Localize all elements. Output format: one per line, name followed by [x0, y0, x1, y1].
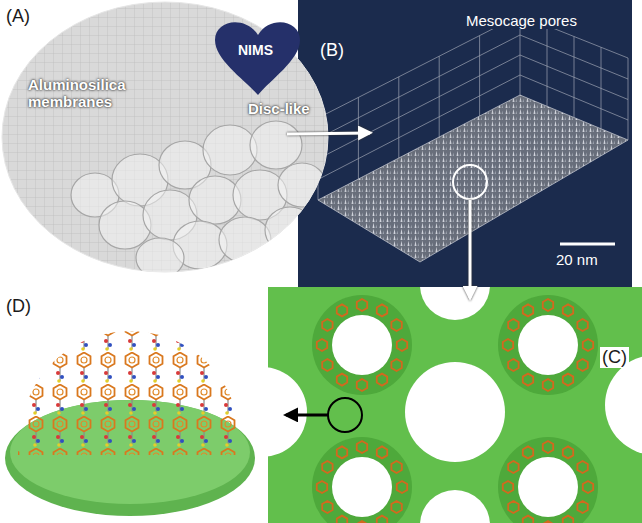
photo-caption: Disc-like: [248, 100, 310, 117]
lattice-window: [420, 490, 490, 523]
logo-text: NIMS: [238, 42, 273, 58]
zoom-arrow: [287, 133, 370, 134]
lattice-window: [420, 287, 490, 320]
afm-panel-box: (B) Mesocage pores 20 nm: [298, 0, 632, 287]
panel-label: (C): [600, 347, 629, 368]
surface-shading: [318, 95, 628, 262]
panel-label: (D): [6, 296, 31, 317]
pore-surface: [318, 95, 628, 262]
logo-mark: [215, 22, 300, 95]
panel-ground: [298, 0, 632, 287]
zoom-arrow: [469, 200, 472, 298]
zoom-circle: [328, 398, 362, 432]
panel-label: (A): [6, 6, 30, 27]
lattice-window: [605, 355, 642, 455]
phenyl-groups: [18, 290, 242, 460]
panel-label: (B): [318, 40, 346, 61]
scale-bar: [560, 243, 615, 246]
cage-pore: [312, 295, 412, 395]
disc-membranes: [71, 121, 326, 278]
lattice-window: [255, 367, 307, 457]
zoom-circle: [453, 165, 487, 199]
cage-pore: [498, 295, 598, 395]
photo-panel: (A) Aluminosilica membranes NIMS Disc-like: [2, 2, 330, 272]
zoom-arrow: [286, 413, 328, 416]
lattice-window: [405, 362, 505, 462]
afm-panel: [298, 0, 632, 287]
disc-panel-box: (D): [4, 290, 286, 520]
cage-pore: [312, 437, 412, 523]
cage-pore: [498, 437, 598, 523]
surface-disc: [5, 290, 255, 516]
image-title: Mesocage pores: [464, 12, 579, 29]
photo-circle: [2, 2, 328, 272]
lattice-panel-box: (C): [255, 287, 642, 523]
scale-label: 20 nm: [554, 251, 600, 268]
membrane-photo: [2, 2, 328, 278]
photo-caption: Aluminosilica membranes: [28, 76, 140, 111]
cage-lattice: [255, 287, 642, 523]
